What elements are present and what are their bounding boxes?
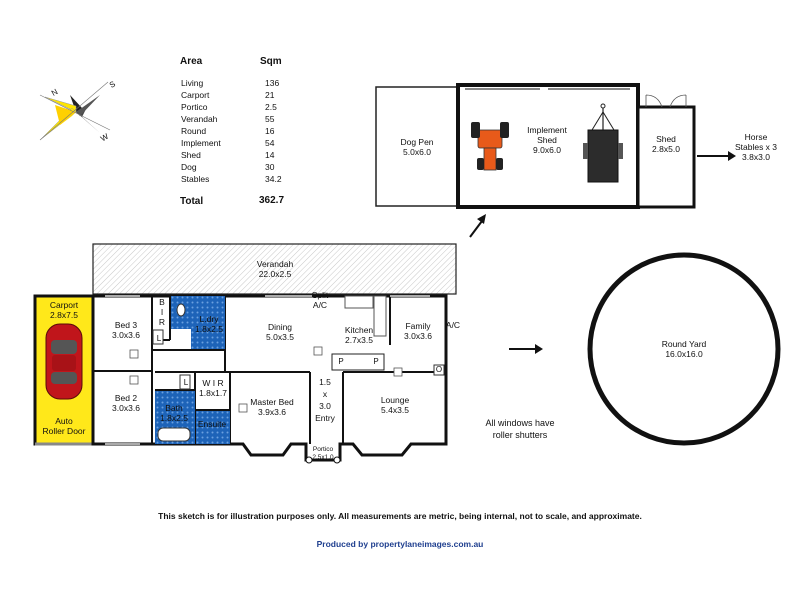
arrow-to-outbuilding-icon — [469, 214, 486, 238]
shed-double-door — [645, 94, 687, 108]
portico-post-right — [333, 456, 341, 464]
stove-icon — [373, 295, 387, 337]
kitchen-bench — [331, 353, 385, 371]
area-header: Area — [180, 56, 203, 67]
sqm-header: Sqm — [260, 56, 282, 67]
linen-l-label: L — [156, 334, 162, 343]
total-value: 362.7 — [259, 195, 285, 206]
compass-rose — [39, 81, 111, 141]
round-yard-outline — [587, 252, 781, 446]
arrow-to-round-yard-icon — [509, 344, 543, 354]
linen-box — [152, 329, 164, 345]
pantry-p-left: P — [338, 357, 344, 366]
car-icon — [45, 323, 83, 400]
oven-box — [433, 364, 445, 376]
arrow-to-stables-icon — [697, 151, 736, 161]
interior-walls — [93, 296, 446, 444]
light-markers — [129, 346, 403, 413]
bir-label: B I R — [158, 297, 166, 327]
bathtub-icon — [157, 427, 191, 442]
producer-credit: Produced by propertylaneimages.com.au — [316, 539, 484, 549]
portico-post-left — [305, 456, 313, 464]
ac-label: A/C — [445, 320, 461, 330]
shed-outline — [636, 105, 696, 209]
ensuite-label: Ensuite — [197, 419, 227, 429]
ensuite-tiles — [196, 411, 230, 444]
dog-pen-outline — [375, 86, 459, 207]
trailer-icon — [583, 103, 623, 183]
tractor-icon — [471, 122, 509, 171]
linen-l-label-2: L — [183, 378, 189, 387]
toilet-icon — [176, 303, 186, 317]
windows — [105, 295, 430, 445]
oven-o-label: O — [435, 365, 443, 374]
laundry-tiles — [191, 296, 225, 349]
verandah-area — [92, 243, 457, 295]
sink-icon — [344, 295, 374, 309]
disclaimer-text: This sketch is for illustration purposes… — [158, 511, 642, 521]
linen-box-2 — [179, 374, 191, 390]
total-label: Total — [180, 196, 204, 207]
pantry-p-right: P — [373, 357, 379, 366]
